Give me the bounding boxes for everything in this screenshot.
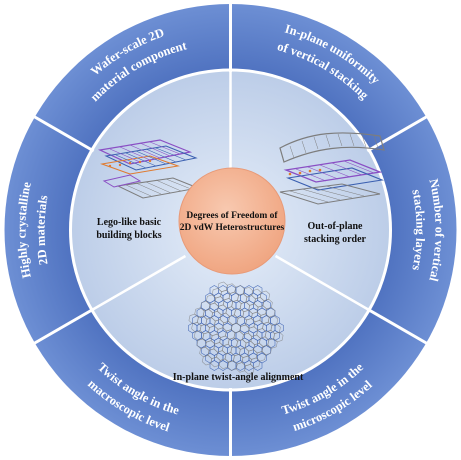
outer-separator-4 [32,307,95,346]
outer-separator-1 [366,114,429,153]
inner-label-lego-line2: building blocks [96,230,161,241]
outer-label-layers-line2: stacking layers [409,188,427,272]
inner-separators [91,70,370,312]
out-of-plane-stacking-illustration [279,132,385,205]
inner-label-twist: In-plane twist-angle alignment [173,372,304,383]
inner-separator-1 [274,254,370,312]
outer-label-layers-line1: Number of vertical [426,177,446,283]
outer-separator-2 [366,307,429,346]
center-circle [178,167,286,275]
outer-separator-5 [32,114,95,153]
center-title-line1: Degrees of Freedom of [186,211,278,221]
inner-label-stacking-line1: Out-of-plane [308,221,364,232]
outer-label-crystalline-line1: Highly crystalline [14,180,33,279]
inner-separator-2 [91,254,187,312]
inner-label-stacking-line2: stacking order [304,234,367,245]
lego-building-blocks-illustration [97,139,200,199]
inner-label-lego-line1: Lego-like basic [97,217,162,228]
outer-label-crystalline-line2: 2D materials [33,194,50,266]
twist-angle-moire-illustration [188,281,284,375]
center-title-line2: 2D vdW Heterostructures [180,223,285,233]
